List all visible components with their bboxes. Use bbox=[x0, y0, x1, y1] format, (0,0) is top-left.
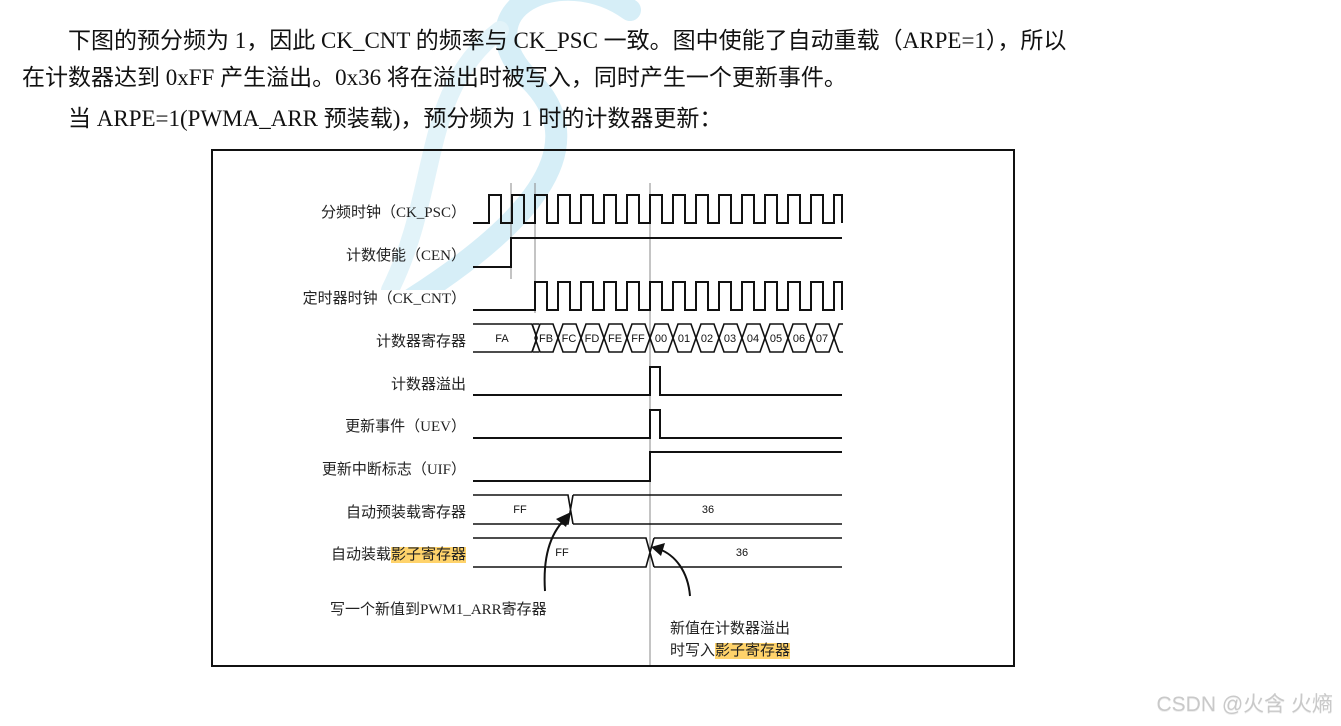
arrow-head-shadow-icon bbox=[651, 543, 665, 556]
annotation-shadow-line2: 时写入影子寄存器 bbox=[670, 639, 791, 660]
waveform-cen bbox=[473, 237, 842, 268]
counter-value: FA bbox=[495, 333, 509, 345]
preload-value-old: FF bbox=[513, 504, 527, 516]
annotation-write-arr: 写一个新值到PWM1_ARR寄存器 bbox=[330, 602, 547, 618]
waveform-uif bbox=[473, 451, 842, 482]
label-uif: 更新中断标志（UIF） bbox=[321, 462, 466, 478]
label-ck-cnt: 定时器时钟（CK_CNT） bbox=[302, 291, 466, 307]
counter-value: FE bbox=[608, 333, 622, 345]
preload-value-new: 36 bbox=[702, 504, 714, 516]
timing-waveforms: FA FB FC FD FE FF 00 01 02 03 04 05 06 0… bbox=[473, 183, 843, 665]
counter-value: 03 bbox=[724, 333, 736, 345]
waveform-ck-cnt bbox=[473, 281, 843, 311]
label-shadow-highlight: 影子寄存器 bbox=[390, 547, 466, 563]
label-cen: 计数使能（CEN） bbox=[345, 248, 466, 264]
counter-value: 04 bbox=[747, 333, 759, 345]
waveform-ck-psc bbox=[473, 194, 843, 224]
counter-value: 06 bbox=[793, 333, 805, 345]
counter-value: 05 bbox=[770, 333, 782, 345]
counter-value: FC bbox=[562, 333, 577, 345]
counter-value: 00 bbox=[655, 333, 667, 345]
waveform-preload-register bbox=[473, 494, 842, 525]
label-counter-register: 计数器寄存器 bbox=[375, 334, 466, 350]
guide-lines bbox=[510, 183, 651, 665]
label-counter-overflow: 计数器溢出 bbox=[390, 377, 466, 393]
waveform-uev bbox=[473, 409, 842, 439]
annotation-shadow-prefix: 时写入 bbox=[670, 643, 716, 659]
annotation-shadow-highlight: 影子寄存器 bbox=[715, 643, 791, 659]
csdn-watermark: CSDN @火含 火熵 bbox=[1156, 693, 1334, 716]
counter-value: 07 bbox=[816, 333, 828, 345]
label-shadow-register: 自动装载影子寄存器 bbox=[331, 543, 466, 564]
shadow-value-new: 36 bbox=[736, 547, 748, 559]
waveform-counter-register bbox=[473, 323, 843, 353]
counter-value: FB bbox=[539, 333, 553, 345]
counter-value: FF bbox=[631, 333, 645, 345]
label-preload-register: 自动预装载寄存器 bbox=[345, 505, 466, 521]
paragraph-3: 当 ARPE=1(PWMA_ARR 预装载)，预分频为 1 时的计数器更新： bbox=[68, 106, 723, 131]
label-ck-psc: 分频时钟（CK_PSC） bbox=[320, 205, 466, 221]
paragraph-2: 在计数器达到 0xFF 产生溢出。0x36 将在溢出时被写入，同时产生一个更新事… bbox=[22, 65, 847, 90]
signal-labels: 分频时钟（CK_PSC） 计数使能（CEN） 定时器时钟（CK_CNT） 计数器… bbox=[213, 151, 466, 665]
annotation-arrows bbox=[543, 518, 691, 597]
waveform-shadow-register bbox=[473, 537, 842, 568]
counter-value: 01 bbox=[678, 333, 690, 345]
shadow-value-old: FF bbox=[555, 547, 569, 559]
counter-values: FA FB FC FD FE FF 00 01 02 03 04 05 06 0… bbox=[495, 333, 828, 345]
paragraph-1: 下图的预分频为 1，因此 CK_CNT 的频率与 CK_PSC 一致。图中使能了… bbox=[68, 28, 1067, 53]
annotation-shadow-line1: 新值在计数器溢出 bbox=[670, 621, 791, 637]
label-shadow-prefix: 自动装载 bbox=[330, 547, 391, 563]
waveform-counter-overflow bbox=[473, 366, 842, 396]
arrow-head-preload-icon bbox=[556, 512, 571, 527]
label-uev: 更新事件（UEV） bbox=[345, 419, 466, 435]
timing-diagram-figure: 分频时钟（CK_PSC） 计数使能（CEN） 定时器时钟（CK_CNT） 计数器… bbox=[211, 149, 1015, 667]
counter-value: FD bbox=[585, 333, 600, 345]
counter-value: 02 bbox=[701, 333, 713, 345]
